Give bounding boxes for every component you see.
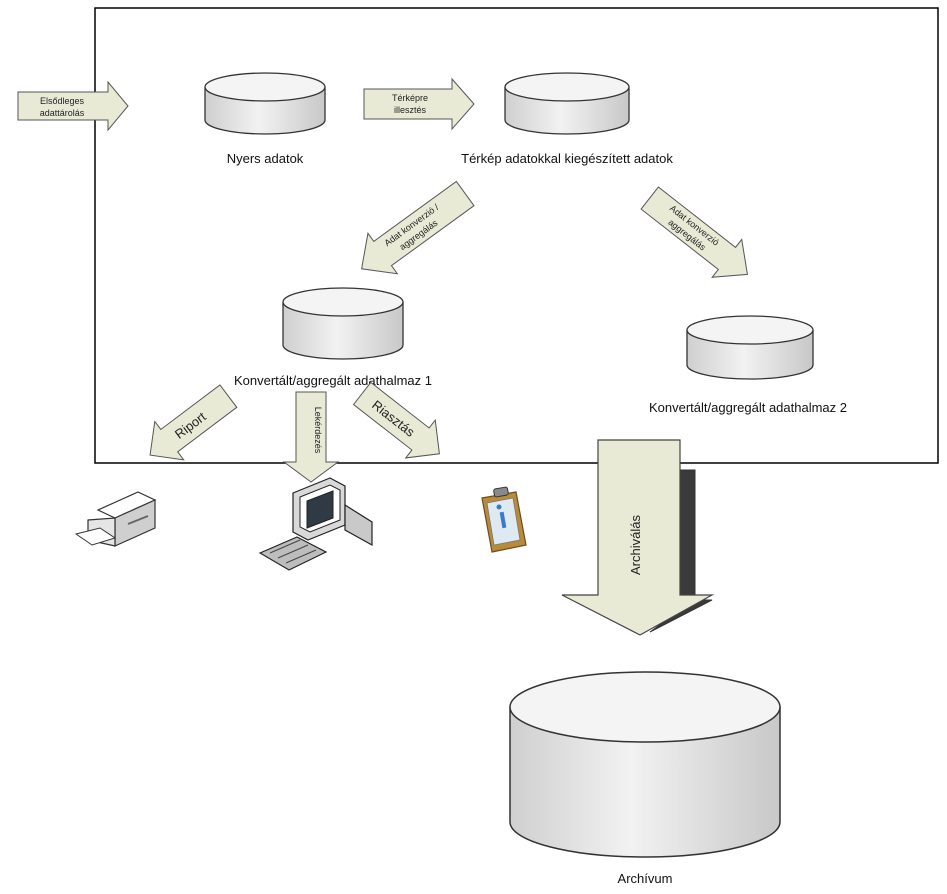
clipboard-icon	[481, 486, 527, 553]
db-raw-data: Nyers adatok	[204, 72, 326, 166]
primary-storage-arrow: Elsődleges adattárolás	[17, 80, 129, 132]
primary-storage-label-1: Elsődleges	[40, 96, 85, 106]
printer-icon	[74, 491, 157, 547]
primary-storage-label-2: adattárolás	[40, 108, 85, 118]
archiving-label: Archiválás	[628, 515, 643, 575]
db-aggregated-1: Konvertált/aggregált adathalmaz 1	[234, 287, 432, 388]
archiving-arrow: Archiválás	[561, 439, 715, 636]
db-enriched-data: Térkép adatokkal kiegészített adatok	[461, 72, 673, 166]
query-arrow: Lekérdezés	[282, 391, 340, 483]
db-raw-label: Nyers adatok	[227, 151, 304, 166]
computer-icon	[258, 477, 373, 571]
query-label: Lekérdezés	[313, 407, 323, 454]
db-archive-label: Archívum	[618, 871, 673, 886]
db-aggregated-1-label: Konvertált/aggregált adathalmaz 1	[234, 373, 432, 388]
db-archive: Archívum	[509, 671, 781, 886]
db-aggregated-2: Konvertált/aggregált adathalmaz 2	[649, 315, 847, 415]
db-aggregated-2-label: Konvertált/aggregált adathalmaz 2	[649, 400, 847, 415]
db-enriched-label: Térkép adatokkal kiegészített adatok	[461, 151, 673, 166]
map-binding-arrow: Térképre illesztés	[363, 77, 475, 131]
map-binding-label-2: illesztés	[394, 105, 427, 115]
map-binding-label-1: Térképre	[392, 93, 428, 103]
